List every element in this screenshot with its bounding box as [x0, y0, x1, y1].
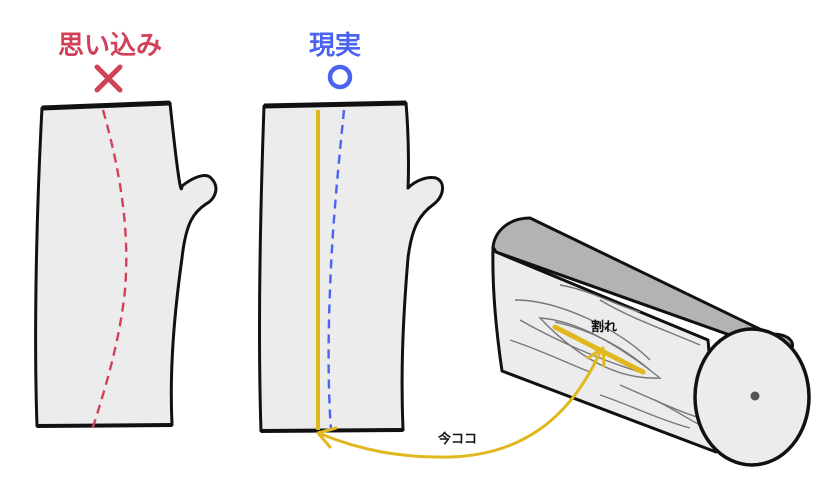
log-pith: [750, 391, 760, 401]
crack-label: 割れ: [591, 319, 617, 335]
assumption-label: 思い込み: [58, 31, 162, 61]
cross-icon: [94, 64, 123, 93]
wood-grain: [509, 284, 701, 429]
trunk-left: [34, 100, 218, 431]
reality-panel: 現実: [258, 30, 444, 433]
assumption-panel: 思い込み: [34, 31, 218, 431]
reality-label: 現実: [309, 30, 361, 61]
trunk-middle: [258, 100, 444, 433]
arrow-curve: [320, 349, 603, 459]
now-here-label: 今ココ: [437, 431, 477, 447]
circle-icon: [327, 64, 353, 90]
real-grain-line: [327, 109, 346, 431]
assumed-grain-line: [90, 109, 128, 431]
arrow-tail-icon: [316, 426, 338, 449]
arrow-head-icon: [586, 346, 606, 368]
now-here-arrow: 今ココ: [316, 346, 606, 459]
